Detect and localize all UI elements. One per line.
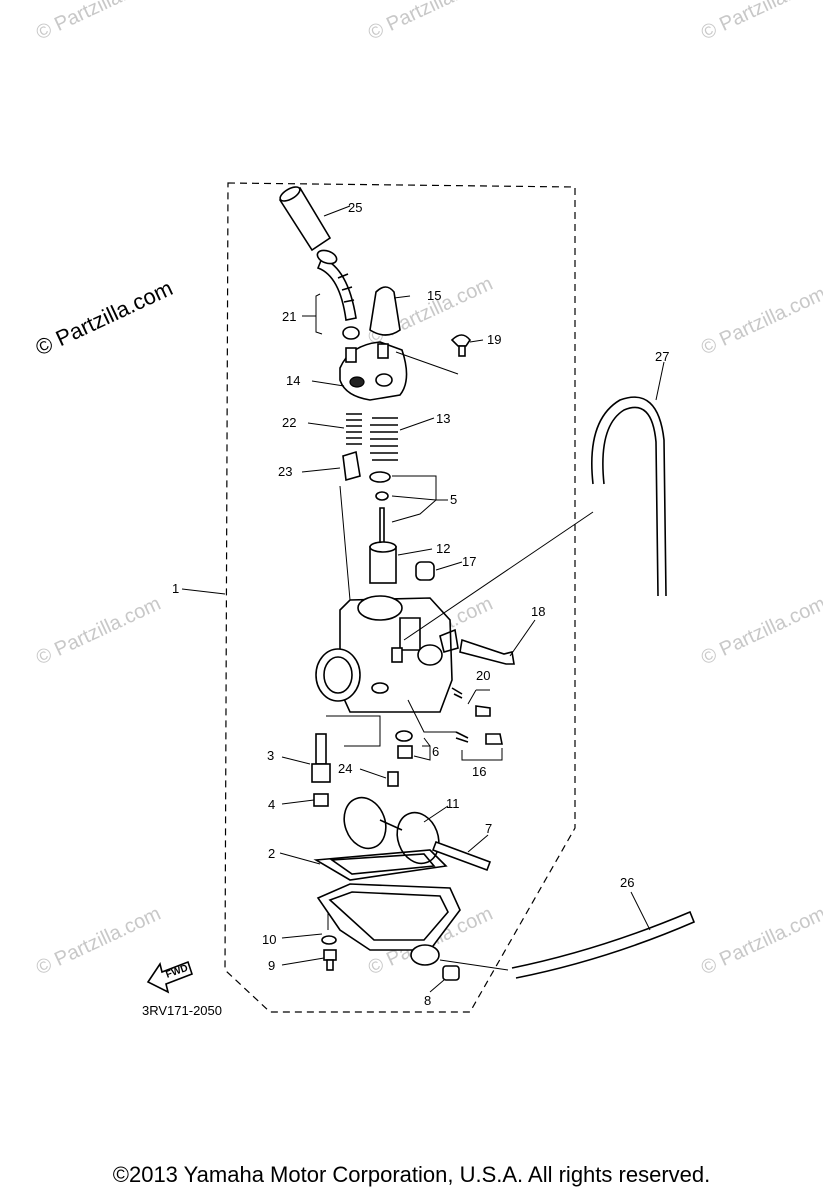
part-20-pilot-screws — [451, 687, 491, 717]
watermark: © Partzilla.com — [365, 0, 496, 45]
callout-1: 1 — [172, 581, 179, 596]
part-25-cap — [278, 186, 332, 252]
part-13-large-spring — [370, 417, 398, 461]
part-14-chamber-top — [339, 341, 408, 401]
part-10-washer — [321, 935, 337, 945]
part-9-screw — [323, 949, 337, 971]
callout-7: 7 — [485, 821, 492, 836]
watermark: © Partzilla.com — [698, 593, 823, 670]
leader-lines — [181, 205, 665, 993]
part-18-bolt — [459, 638, 515, 665]
callout-22: 22 — [282, 415, 296, 430]
diagram-code: 3RV171-2050 — [142, 1003, 222, 1018]
callout-labels: 25 15 21 19 27 14 22 13 23 5 12 17 1 18 … — [172, 200, 669, 1008]
watermark: © Partzilla.com — [33, 0, 164, 45]
part-23-clip — [342, 450, 361, 482]
copyright-notice: ©2013 Yamaha Motor Corporation, U.S.A. A… — [112, 1162, 711, 1187]
float-bowl — [316, 883, 461, 966]
callout-12: 12 — [436, 541, 450, 556]
callout-25: 25 — [348, 200, 362, 215]
part-6-main-jet — [395, 730, 413, 759]
callout-24: 24 — [338, 761, 352, 776]
part-11-float — [343, 796, 440, 865]
part-2-gasket — [313, 849, 448, 881]
part-21-cable-tube — [316, 249, 360, 340]
callout-2: 2 — [268, 846, 275, 861]
partzilla-watermark: © Partzilla.com — [32, 275, 177, 360]
callout-16: 16 — [472, 764, 486, 779]
callout-20: 20 — [476, 668, 490, 683]
callout-18: 18 — [531, 604, 545, 619]
part-12-throttle-valve — [369, 541, 397, 584]
part-8-drain-screw — [442, 965, 460, 981]
callout-14: 14 — [286, 373, 300, 388]
callout-11: 11 — [446, 796, 460, 811]
part-24-pilot-jet — [387, 771, 399, 787]
part-27-hose — [591, 396, 667, 597]
watermark: © Partzilla.com — [698, 903, 823, 980]
callout-21: 21 — [282, 309, 296, 324]
callout-9: 9 — [268, 958, 275, 973]
jet-needle — [379, 507, 385, 545]
callout-6: 6 — [432, 744, 439, 759]
callout-5: 5 — [450, 492, 457, 507]
callout-13: 13 — [436, 411, 450, 426]
part-7-float-pin — [431, 840, 492, 872]
watermark: © Partzilla.com — [33, 593, 164, 670]
part-19-screw — [450, 334, 471, 357]
part-5-clip-washer — [369, 471, 391, 501]
callout-23: 23 — [278, 464, 292, 479]
callout-15: 15 — [427, 288, 441, 303]
part-4-plug — [313, 793, 329, 807]
callout-10: 10 — [262, 932, 276, 947]
part-16-throttle-stop — [455, 731, 503, 745]
callout-8: 8 — [424, 993, 431, 1008]
callout-17: 17 — [462, 554, 476, 569]
callout-4: 4 — [268, 797, 275, 812]
part-17-cap — [415, 561, 435, 581]
part-1-carburetor-body — [315, 595, 459, 713]
part-22-small-spring — [346, 413, 362, 445]
part-26-drain-hose — [511, 910, 696, 979]
watermark: © Partzilla.com — [698, 283, 823, 360]
callout-19: 19 — [487, 332, 501, 347]
watermark: © Partzilla.com — [33, 903, 164, 980]
part-3-needle-jet — [311, 733, 331, 783]
watermark: © Partzilla.com — [698, 0, 823, 45]
callout-26: 26 — [620, 875, 634, 890]
fwd-arrow-icon: FWD — [146, 960, 194, 994]
callout-27: 27 — [655, 349, 669, 364]
callout-3: 3 — [267, 748, 274, 763]
part-15-boot — [369, 286, 401, 336]
